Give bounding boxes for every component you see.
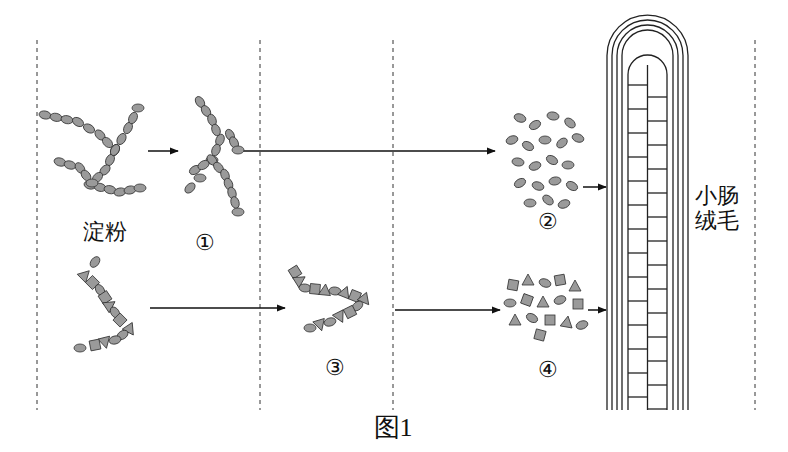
substance-label: 淀粉 — [83, 219, 127, 244]
molecule-chains — [38, 95, 589, 352]
part-label: 小肠绒毛 — [695, 183, 740, 234]
divider-lines — [37, 40, 755, 410]
callout-number: ④ — [538, 357, 558, 382]
callout-number: ① — [195, 230, 215, 255]
figure-caption: 图1 — [374, 413, 413, 443]
callout-number: ② — [538, 209, 558, 234]
intestinal-villus — [607, 15, 688, 410]
callout-number: ③ — [325, 355, 345, 380]
process-arrows — [148, 151, 606, 310]
